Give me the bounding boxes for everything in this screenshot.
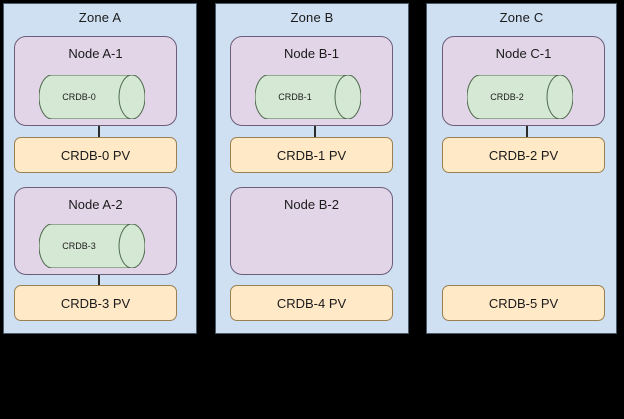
database-crdb-3[interactable]: CRDB-3 [39, 224, 145, 268]
crdb-3-pv[interactable]: CRDB-3 PV [14, 285, 177, 321]
node-title: Node C-1 [495, 46, 552, 61]
node-title: Node A-2 [68, 197, 123, 212]
database-crdb-2[interactable]: CRDB-2 [467, 75, 573, 119]
node-title: Node B-2 [284, 197, 339, 212]
connector-line [98, 275, 100, 285]
node-b-2[interactable]: Node B-2 [230, 187, 393, 275]
database-crdb-1[interactable]: CRDB-1 [255, 75, 361, 119]
zone-title: Zone A [78, 10, 122, 25]
crdb-0-pv[interactable]: CRDB-0 PV [14, 137, 177, 173]
crdb-2-pv[interactable]: CRDB-2 PV [442, 137, 605, 173]
connector-line [314, 126, 316, 137]
connector-line [98, 126, 100, 137]
connector-line [526, 126, 528, 137]
crdb-1-pv[interactable]: CRDB-1 PV [230, 137, 393, 173]
zone-title: Zone C [499, 10, 544, 25]
database-crdb-0[interactable]: CRDB-0 [39, 75, 145, 119]
crdb-5-pv[interactable]: CRDB-5 PV [442, 285, 605, 321]
node-title: Node B-1 [284, 46, 339, 61]
crdb-4-pv[interactable]: CRDB-4 PV [230, 285, 393, 321]
node-title: Node A-1 [68, 46, 123, 61]
zone-title: Zone B [290, 10, 334, 25]
